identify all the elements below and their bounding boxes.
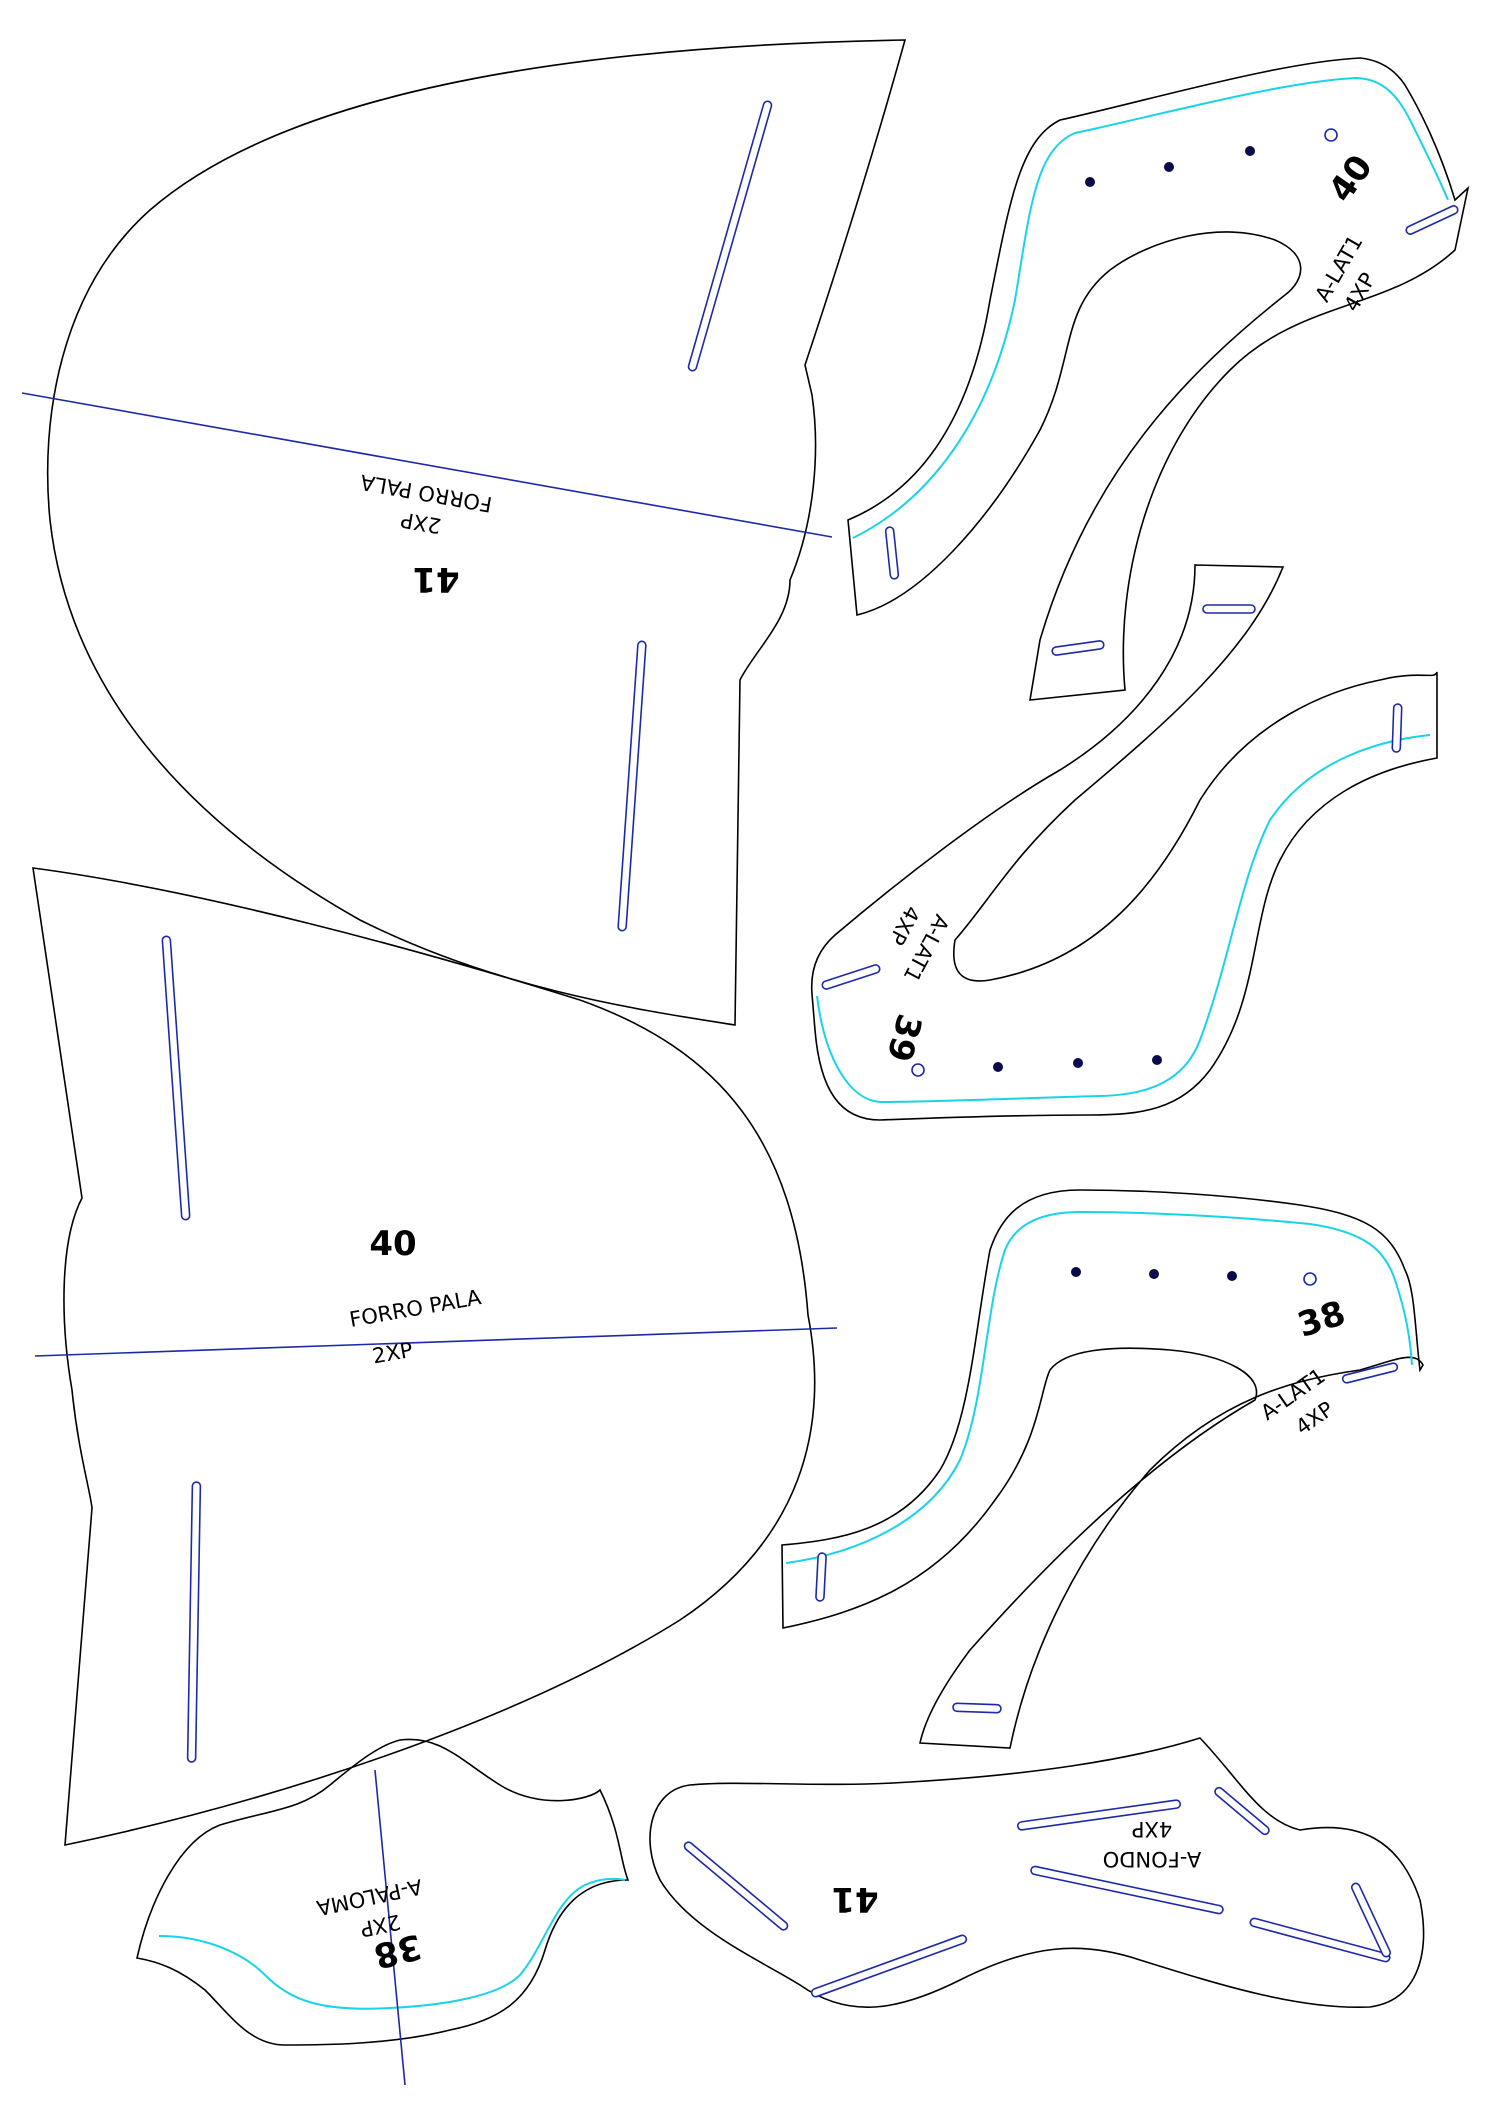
a-lat1-39-marker-ring	[911, 1063, 925, 1077]
forro-pala-40-outline	[32, 867, 816, 1847]
a-fondo-41-slot	[1030, 1865, 1224, 1915]
a-fondo-41-slot	[810, 1934, 968, 1998]
a-paloma-38-grain-line	[374, 1769, 406, 2086]
forro-pala-41-slot-bottom	[617, 640, 647, 932]
a-lat1-40-slot-b	[1051, 640, 1105, 656]
a-fondo-41-size: 41	[831, 1879, 878, 1919]
a-lat1-39-size: 39	[878, 1010, 929, 1066]
a-lat1-38-slot-c	[1341, 1362, 1399, 1384]
a-lat1-38-marker-ring	[1303, 1272, 1317, 1286]
a-lat1-38-punch-hole	[1071, 1267, 1081, 1277]
a-lat1-40-size: 40	[1321, 148, 1381, 210]
forro-pala-41-outline	[46, 39, 907, 1026]
a-fondo-41-slot	[1249, 1917, 1391, 1963]
a-lat1-38-size: 38	[1293, 1293, 1350, 1346]
a-lat1-38-slot-b	[952, 1702, 1002, 1714]
a-lat1-40-marker-ring	[1324, 128, 1338, 142]
forro-pala-41-size: 41	[412, 559, 459, 599]
a-paloma-38-outline	[136, 1738, 630, 2046]
a-fondo-41-qty: 4XP	[1132, 1817, 1172, 1841]
a-fondo-41-slot	[683, 1841, 789, 1931]
a-lat1-40-seam-allowance	[852, 76, 1449, 539]
piece-a-paloma-38: 2XP A-PALOMA 38	[136, 1738, 630, 2086]
forro-pala-40-qty: 2XP	[371, 1338, 415, 1369]
a-fondo-41-outline	[649, 1737, 1425, 2009]
piece-a-lat1-39: 39 A-LAT1 4XP	[810, 564, 1438, 1121]
a-fondo-41-name: A-FONDO	[1103, 1847, 1202, 1871]
a-lat1-39-slot-b	[1202, 604, 1256, 614]
forro-pala-40-size: 40	[369, 1224, 416, 1264]
a-fondo-41-slot	[1016, 1799, 1182, 1831]
forro-pala-40-slot-top	[161, 935, 191, 1221]
a-lat1-39-seam-allowance	[816, 734, 1431, 1104]
a-lat1-40-punch-hole	[1085, 177, 1095, 187]
a-lat1-40-punch-hole	[1245, 146, 1255, 156]
a-lat1-39-punch-hole	[1073, 1058, 1083, 1068]
piece-forro-pala-40: 40 FORRO PALA 2XP	[32, 867, 838, 1847]
a-paloma-38-seam-allowance	[158, 1877, 626, 2010]
a-fondo-41-slot	[1350, 1882, 1392, 1958]
a-fondo-41-slot	[1214, 1786, 1270, 1836]
a-lat1-40-slot-a	[884, 526, 900, 580]
a-lat1-39-punch-hole	[1152, 1055, 1162, 1065]
a-lat1-38-punch-hole	[1227, 1271, 1237, 1281]
forro-pala-40-slot-bottom	[186, 1481, 202, 1763]
forro-pala-41-grain-line	[21, 392, 833, 538]
a-lat1-38-seam-allowance	[785, 1210, 1413, 1564]
forro-pala-41-qty: 2XP	[399, 507, 443, 538]
forro-pala-40-name: FORRO PALA	[348, 1285, 484, 1332]
a-lat1-38-outline	[781, 1189, 1424, 1749]
a-lat1-38-slot-a	[815, 1552, 827, 1602]
piece-forro-pala-41: 2XP FORRO PALA 41	[21, 39, 907, 1026]
a-lat1-38-punch-hole	[1149, 1269, 1159, 1279]
forro-pala-41-name: FORRO PALA	[358, 470, 494, 517]
a-lat1-39-punch-hole	[993, 1062, 1003, 1072]
forro-pala-41-slot-top	[687, 100, 773, 372]
piece-a-fondo-41: A-FONDO 4XP 41	[649, 1737, 1425, 2009]
a-lat1-40-punch-hole	[1164, 162, 1174, 172]
a-lat1-39-slot-a	[1391, 703, 1403, 753]
forro-pala-40-grain-line	[34, 1327, 838, 1357]
a-lat1-39-outline	[810, 564, 1438, 1121]
a-lat1-40-slot-c	[1405, 205, 1459, 235]
piece-a-lat1-38: 38 A-LAT1 4XP	[781, 1189, 1424, 1749]
a-lat1-39-slot-c	[821, 964, 881, 990]
piece-a-lat1-40: 40 A-LAT1 4XP	[847, 57, 1470, 701]
a-paloma-38-name: A-PALOMA	[314, 1874, 424, 1920]
a-lat1-40-outline	[847, 57, 1470, 701]
